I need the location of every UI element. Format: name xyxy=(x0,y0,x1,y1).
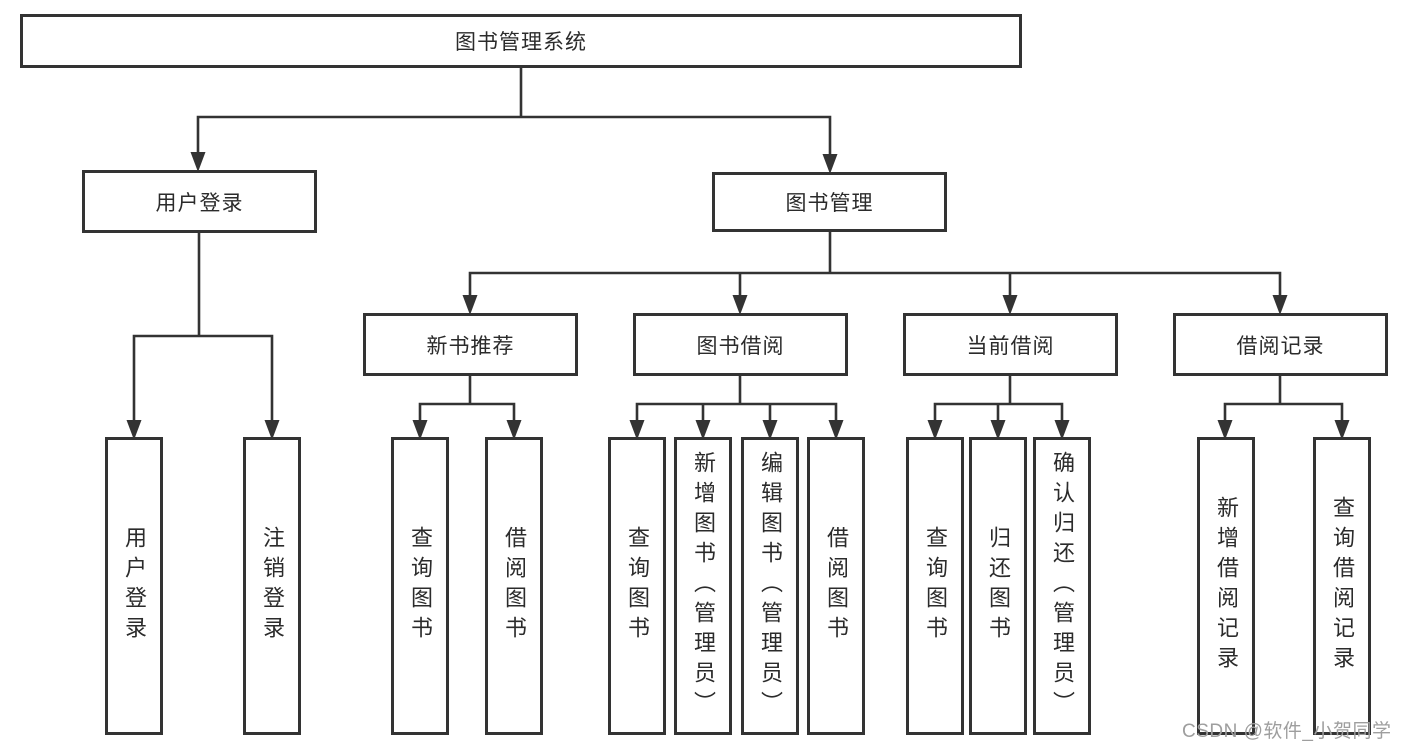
node-current-borrow-label: 当前借阅 xyxy=(966,334,1055,358)
leaf-confirm-return-admin-label: 确认归还（管理员） xyxy=(1050,451,1075,721)
node-root: 图书管理系统 xyxy=(20,14,1022,68)
leaf-edit-book-admin-label: 编辑图书（管理员） xyxy=(758,451,783,721)
leaf-recommend-query-books-label: 查询图书 xyxy=(408,526,433,646)
leaf-query-borrow-record-label: 查询借阅记录 xyxy=(1330,496,1355,676)
leaf-current-query-books-label: 查询图书 xyxy=(923,526,948,646)
leaf-add-borrow-record-label: 新增借阅记录 xyxy=(1214,496,1239,676)
csdn-watermark: CSDN @软件_小贺同学 xyxy=(1182,721,1392,742)
leaf-recommend-borrow-books-label: 借阅图书 xyxy=(502,526,527,646)
leaf-recommend-borrow-books: 借阅图书 xyxy=(485,437,543,735)
leaf-edit-book-admin: 编辑图书（管理员） xyxy=(741,437,799,735)
leaf-add-book-admin-label: 新增图书（管理员） xyxy=(691,451,716,721)
leaf-add-book-admin: 新增图书（管理员） xyxy=(674,437,732,735)
leaf-logout-login: 注销登录 xyxy=(243,437,301,735)
leaf-borrow-query-books: 查询图书 xyxy=(608,437,666,735)
node-current-borrow: 当前借阅 xyxy=(903,313,1118,376)
leaf-borrow-borrow-books-label: 借阅图书 xyxy=(824,526,849,646)
leaf-borrow-borrow-books: 借阅图书 xyxy=(807,437,865,735)
node-new-book-recommend: 新书推荐 xyxy=(363,313,578,376)
leaf-confirm-return-admin: 确认归还（管理员） xyxy=(1033,437,1091,735)
node-user-login-label: 用户登录 xyxy=(155,191,244,215)
node-borrow-records: 借阅记录 xyxy=(1173,313,1388,376)
leaf-add-borrow-record: 新增借阅记录 xyxy=(1197,437,1255,735)
node-borrow-records-label: 借阅记录 xyxy=(1236,334,1325,358)
leaf-return-book: 归还图书 xyxy=(969,437,1027,735)
node-book-management: 图书管理 xyxy=(712,172,947,232)
node-root-label: 图书管理系统 xyxy=(455,31,587,54)
leaf-user-login-label: 用户登录 xyxy=(122,526,147,646)
leaf-query-borrow-record: 查询借阅记录 xyxy=(1313,437,1371,735)
leaf-return-book-label: 归还图书 xyxy=(986,526,1011,646)
leaf-logout-login-label: 注销登录 xyxy=(260,526,285,646)
node-user-login: 用户登录 xyxy=(82,170,317,233)
leaf-current-query-books: 查询图书 xyxy=(906,437,964,735)
leaf-recommend-query-books: 查询图书 xyxy=(391,437,449,735)
node-book-borrow: 图书借阅 xyxy=(633,313,848,376)
node-book-management-label: 图书管理 xyxy=(785,192,874,215)
node-book-borrow-label: 图书借阅 xyxy=(696,334,785,358)
leaf-borrow-query-books-label: 查询图书 xyxy=(625,526,650,646)
node-new-book-recommend-label: 新书推荐 xyxy=(426,334,515,358)
leaf-user-login: 用户登录 xyxy=(105,437,163,735)
